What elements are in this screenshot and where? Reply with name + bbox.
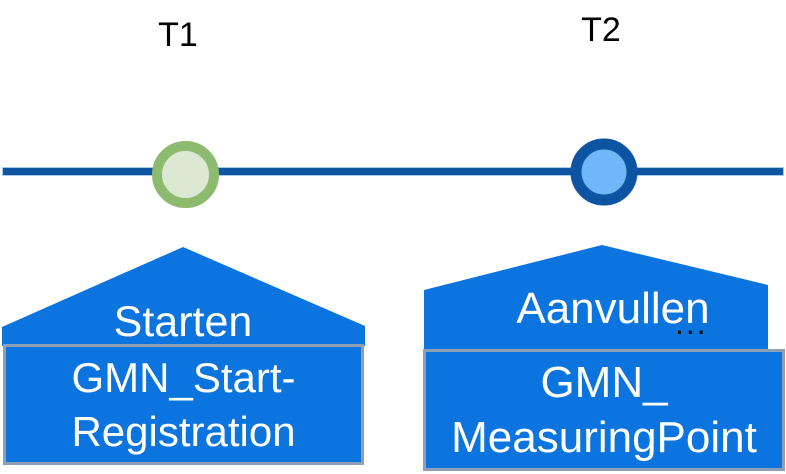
- right-task-box: GMN_ MeasuringPoint: [423, 349, 785, 471]
- timeline-line: [2, 167, 784, 176]
- t2-label: T2: [581, 11, 621, 49]
- t2-milestone-circle: [570, 138, 638, 206]
- left-task-line2: Registration: [71, 407, 296, 455]
- ellipsis-label: ...: [675, 305, 708, 341]
- right-task-line1: GMN_: [540, 358, 668, 407]
- right-house-action-label: Aanvullen: [516, 284, 710, 333]
- right-task-line2: MeasuringPoint: [451, 413, 757, 462]
- left-task-line1: GMN_Start-: [71, 353, 296, 401]
- left-house-action-label: Starten: [113, 298, 253, 346]
- t1-label: T1: [158, 16, 198, 54]
- t1-milestone-circle: [152, 141, 219, 208]
- left-task-box: GMN_Start- Registration: [3, 344, 364, 465]
- left-house-roof: [2, 247, 365, 346]
- right-house-roof: [424, 245, 768, 354]
